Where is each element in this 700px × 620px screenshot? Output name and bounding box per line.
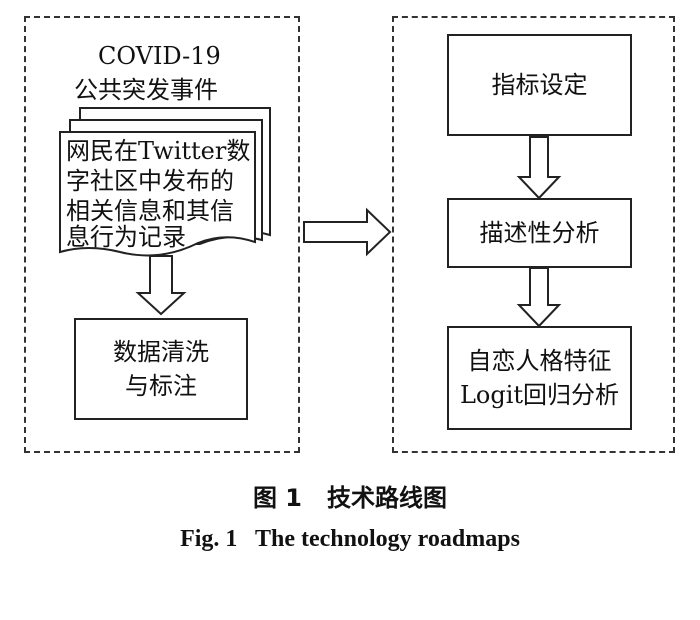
caption-english: Fig. 1 The technology roadmaps (180, 526, 520, 552)
arrow-right-middle (303, 207, 392, 257)
document-line-1: 网民在Twitter数 (66, 137, 251, 165)
indicator-setting-label: 指标设定 (491, 71, 588, 99)
document-sheet-front (59, 131, 256, 257)
arrow-down-right-1 (516, 136, 562, 200)
document-line-3: 相关信息和其信 (66, 197, 234, 225)
indicator-setting-box: 指标设定 (447, 34, 632, 136)
descriptive-analysis-box: 描述性分析 (447, 198, 632, 268)
left-dashed-panel (24, 16, 300, 453)
arrow-down-left (135, 255, 187, 316)
logit-analysis-box: 自恋人格特征 Logit回归分析 (447, 326, 632, 430)
descriptive-analysis-label: 描述性分析 (479, 219, 600, 247)
right-dashed-panel (392, 16, 675, 453)
data-cleaning-line-1: 数据清洗 (113, 338, 209, 366)
caption-chinese: 图 1 技术路线图 (252, 484, 448, 512)
document-line-2: 字社区中发布的 (66, 167, 234, 195)
logit-analysis-line-2: Logit回归分析 (459, 381, 620, 409)
event-title: COVID-19 (98, 42, 221, 70)
document-line-4: 息行为记录 (66, 223, 186, 251)
event-subtitle: 公共突发事件 (74, 76, 218, 104)
arrow-down-right-2 (516, 267, 562, 328)
logit-analysis-line-1: 自恋人格特征 (467, 347, 612, 375)
data-cleaning-box: 数据清洗 与标注 (74, 318, 248, 420)
data-cleaning-line-2: 与标注 (125, 372, 197, 400)
